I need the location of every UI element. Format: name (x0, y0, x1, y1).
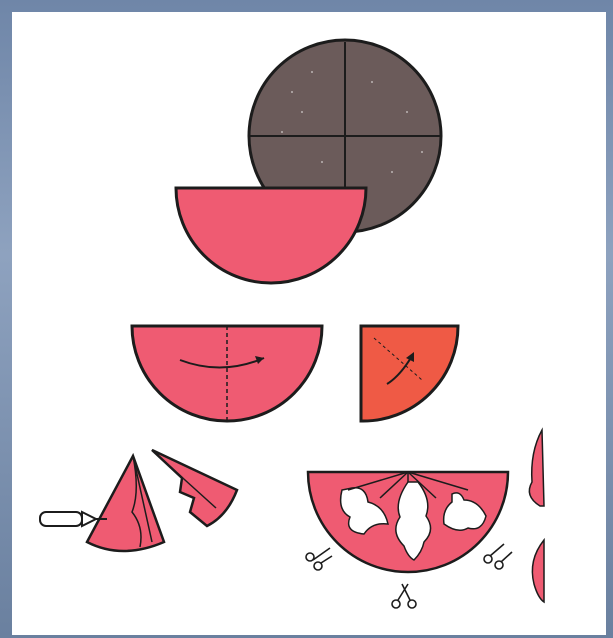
scissors-icon (392, 584, 416, 608)
step-4-cone (40, 456, 164, 551)
fragment-bottom (532, 540, 544, 602)
instruction-figure (12, 12, 606, 635)
scissors-icon (484, 544, 512, 569)
pink-half-circle (176, 188, 366, 283)
pink-cone (87, 456, 164, 551)
fragment-top (529, 430, 544, 506)
step-3-quarter (361, 326, 458, 421)
scissors-icon (306, 548, 332, 570)
right-edge-fragments (529, 430, 544, 602)
step-3-half-fold (132, 326, 322, 421)
quarter-circle (361, 326, 458, 421)
folding-diagram (12, 12, 606, 635)
step-5-unfolded-pattern (308, 472, 508, 572)
step-4-cut-piece (152, 450, 237, 526)
step-2-half-circle (176, 188, 366, 283)
